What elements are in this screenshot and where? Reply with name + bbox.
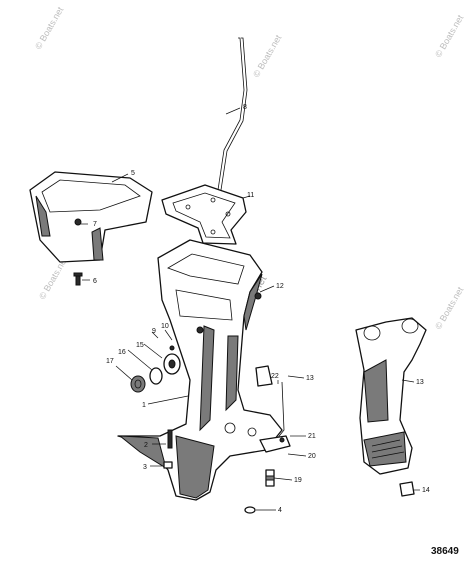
leader-lines — [80, 107, 420, 511]
callout-21: 21 — [308, 433, 316, 440]
shift-rod — [217, 37, 248, 191]
watermark-top-right: © Boats.net — [433, 13, 465, 59]
callout-16: 16 — [118, 349, 126, 356]
callout-6: 6 — [93, 278, 97, 285]
callout-20: 20 — [308, 453, 316, 460]
watermark-mid-right: © Boats.net — [433, 285, 465, 331]
callout-4: 4 — [278, 507, 282, 514]
callout-17: 17 — [106, 358, 114, 365]
callout-7: 7 — [93, 221, 97, 228]
callout-14: 14 — [422, 487, 430, 494]
screw-part-6 — [73, 272, 83, 286]
callout-9: 9 — [152, 328, 156, 335]
exhaust-cover — [29, 171, 153, 263]
callout-8: 8 — [243, 104, 247, 111]
swivel-housing — [355, 317, 427, 497]
callout-13-left: 13 — [306, 375, 314, 382]
watermark-top-center: © Boats.net — [251, 33, 283, 79]
cable-clip — [255, 365, 285, 441]
callout-5: 5 — [131, 170, 135, 177]
gasket — [161, 184, 247, 245]
watermark-top-left: © Boats.net — [33, 5, 65, 51]
callout-11: 11 — [247, 192, 254, 199]
lower-bracket-parts — [259, 435, 291, 487]
callout-13-right: 13 — [416, 379, 424, 386]
callout-2: 2 — [144, 442, 148, 449]
callout-3: 3 — [143, 464, 147, 471]
callout-22: 22 — [271, 373, 279, 380]
driveshaft-housing — [117, 239, 283, 501]
figure-reference-number: 38649 — [431, 546, 459, 557]
callout-10: 10 — [161, 323, 169, 330]
callout-19: 19 — [294, 477, 302, 484]
callout-15: 15 — [136, 342, 144, 349]
screws-and-nuts — [163, 429, 256, 514]
mount-parts — [130, 345, 181, 393]
callout-12: 12 — [276, 283, 284, 290]
callout-1: 1 — [142, 402, 146, 409]
